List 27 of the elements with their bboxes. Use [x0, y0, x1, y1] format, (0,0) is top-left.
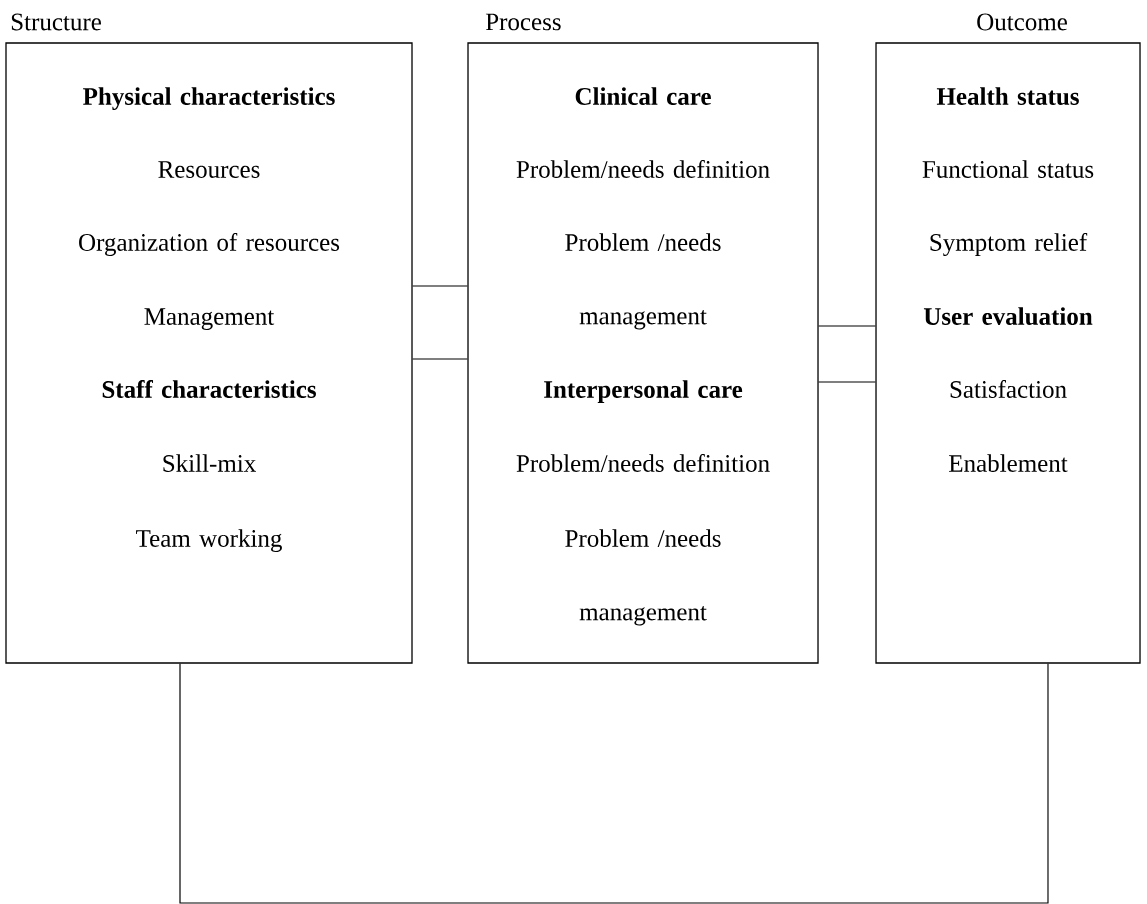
item-text: Physical characteristics	[83, 87, 335, 111]
item-text: Problem/needs definition	[516, 160, 770, 178]
item-text: Organization of resources	[79, 233, 340, 257]
item-text: User evaluation	[923, 307, 1093, 325]
item-text: Clinical care	[575, 87, 711, 105]
item-text: Problem /needs management	[565, 529, 721, 626]
connector-line	[179, 663, 1049, 904]
connector-line	[818, 325, 876, 327]
connector-line	[818, 381, 876, 383]
connector-line	[412, 285, 468, 287]
item-text: Functional status	[922, 160, 1094, 178]
item-text: Interpersonal care	[544, 380, 743, 403]
item-text: Problem/needs definition	[516, 454, 770, 472]
connector-line	[412, 358, 468, 360]
column-heading: Outcome	[977, 13, 1067, 31]
item-text: Enablement	[949, 454, 1068, 472]
item-text: Skill-mix	[163, 454, 256, 472]
item-text: Health status	[936, 87, 1079, 105]
column-heading: Process	[485, 13, 561, 31]
item-text: Satisfaction	[950, 380, 1067, 398]
item-text: Problem /needs management	[565, 233, 721, 330]
column-heading: Structure	[11, 13, 101, 31]
item-text: Staff characteristics	[102, 380, 316, 398]
item-text: Management	[144, 308, 275, 331]
item-text: Team working	[136, 529, 282, 553]
item-text: Resources	[158, 161, 260, 178]
item-text: Symptom relief	[930, 233, 1088, 257]
